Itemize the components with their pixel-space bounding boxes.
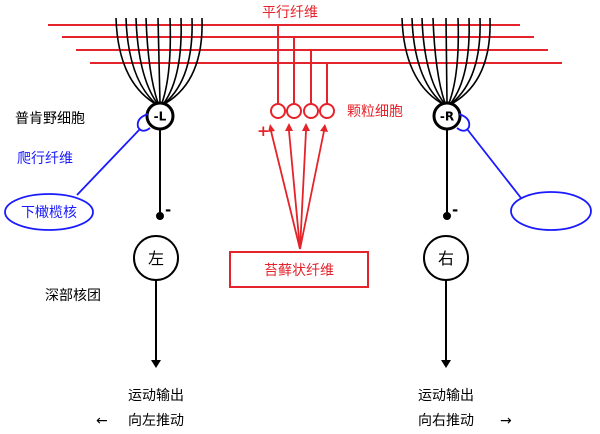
output-arrow-right — [441, 280, 451, 368]
granule-cells — [270, 103, 335, 119]
climbing-fiber-left — [76, 113, 151, 196]
svg-text:-R: -R — [440, 110, 454, 124]
output-label-left-line2: 向左推动 — [128, 413, 184, 429]
output-direction-arrow-left: ← — [96, 413, 108, 429]
deep-nuclei-label: 深部核团 — [45, 288, 101, 304]
climbing-fiber-label: 爬行纤维 — [17, 151, 73, 167]
output-label-right-line2: 向右推动 — [418, 413, 474, 429]
parallel-fibers — [48, 24, 562, 64]
svg-text:右: 右 — [438, 249, 454, 268]
svg-text:-L: -L — [154, 110, 167, 124]
purkinje-dendrites-right — [401, 17, 491, 104]
inhibitory-sign-left: - — [165, 201, 171, 219]
deep-nucleus-right: 右 — [423, 235, 469, 281]
purkinje-cell-label: 普肯野细胞 — [15, 111, 85, 127]
purkinje-axons — [156, 129, 451, 220]
purkinje-cell-left: -L — [145, 101, 175, 131]
svg-text:左: 左 — [148, 249, 164, 268]
purkinje-cell-right: -R — [432, 101, 462, 131]
inferior-olive-left: 下橄榄核 — [4, 193, 94, 231]
deep-nucleus-left: 左 — [133, 235, 179, 281]
output-label-right-line1: 运动输出 — [418, 388, 474, 404]
granule-cell-label: 颗粒细胞 — [347, 104, 403, 120]
granule-cell — [303, 103, 319, 119]
output-arrow-left — [151, 280, 161, 368]
granule-cell-axons — [277, 25, 328, 104]
granule-cell — [270, 103, 286, 119]
climbing-fiber-right — [456, 113, 522, 199]
svg-text:苔藓状纤维: 苔藓状纤维 — [264, 262, 334, 279]
granule-cell — [286, 103, 302, 119]
inferior-olive-right — [510, 191, 592, 231]
svg-text:下橄榄核: 下橄榄核 — [21, 205, 77, 221]
mossy-fibers — [268, 123, 328, 250]
excitatory-sign: + — [257, 122, 270, 140]
output-label-left-line1: 运动输出 — [128, 388, 184, 404]
inhibitory-sign-right: - — [452, 201, 458, 219]
parallel-fiber-label: 平行纤维 — [262, 5, 318, 21]
granule-cell — [319, 103, 335, 119]
output-direction-arrow-right: → — [500, 413, 512, 429]
mossy-fiber-box: 苔藓状纤维 — [229, 251, 369, 288]
purkinje-dendrites-left — [115, 17, 203, 104]
